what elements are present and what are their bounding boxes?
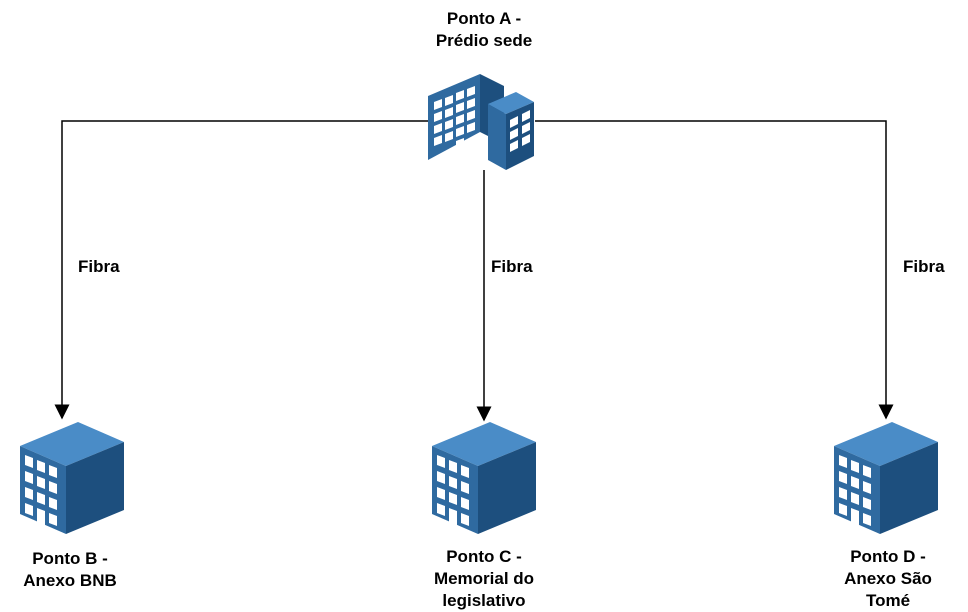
node-b-label: Ponto B - Anexo BNB xyxy=(0,548,140,592)
office-building-large-icon xyxy=(428,74,534,170)
node-a-label-line2: Prédio sede xyxy=(435,31,533,50)
node-c-label-line3: legislativo xyxy=(442,591,526,610)
node-c-label-line1: Ponto C - xyxy=(446,547,522,566)
edge-a-b xyxy=(54,120,430,420)
office-building-icon xyxy=(432,422,536,534)
node-a-label: Ponto A - Prédio sede xyxy=(404,8,564,52)
edge-a-d xyxy=(535,120,894,420)
office-building-icon xyxy=(20,422,124,534)
node-a-label-line1: Ponto A - xyxy=(446,9,522,28)
edge-a-d-label: Fibra xyxy=(903,257,945,276)
node-d-label-line2: Anexo São xyxy=(844,569,932,588)
node-b-label-line1: Ponto B - xyxy=(32,549,108,568)
node-c-label-line2: Memorial do xyxy=(433,569,535,588)
node-d-label: Ponto D - Anexo São Tomé xyxy=(808,546,968,612)
office-building-icon xyxy=(834,422,938,534)
edge-a-c-label: Fibra xyxy=(491,257,533,276)
node-c-label: Ponto C - Memorial do legislativo xyxy=(404,546,564,612)
node-d-label-line3: Tomé xyxy=(865,591,911,610)
node-d-label-line1: Ponto D - xyxy=(850,547,926,566)
node-b-label-line2: Anexo BNB xyxy=(23,571,117,590)
edge-a-b-label: Fibra xyxy=(78,257,120,276)
